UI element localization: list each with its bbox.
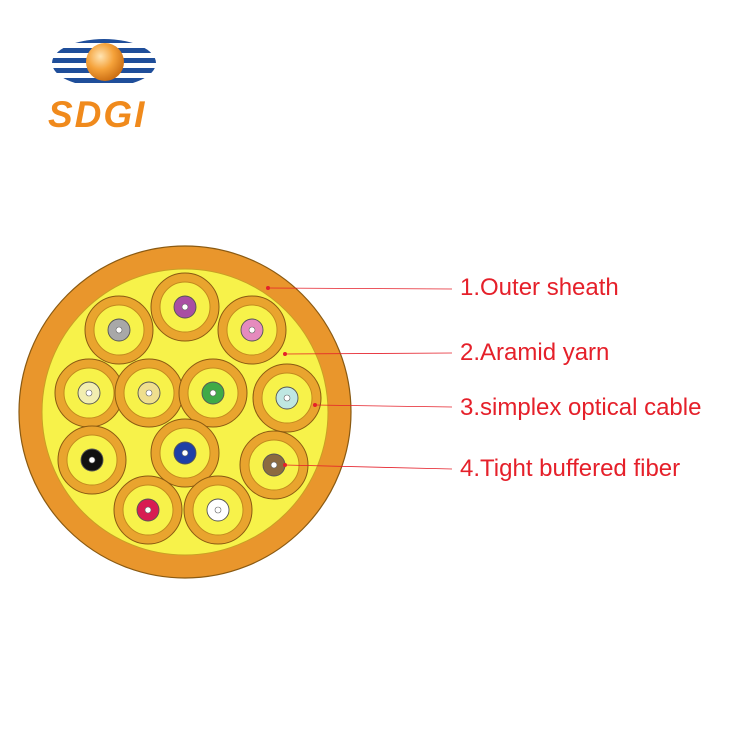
simplex-unit — [54, 358, 124, 428]
simplex-unit — [239, 430, 309, 500]
logo-sphere — [86, 43, 124, 81]
label-simplex-optical-cable: 3.simplex optical cable — [460, 394, 702, 421]
fiber-core — [144, 506, 152, 514]
sdgi-logo — [52, 39, 156, 83]
callout-dot — [266, 286, 270, 290]
fiber-core — [145, 389, 153, 397]
simplex-unit — [150, 418, 220, 488]
callout-dot — [313, 403, 317, 407]
fiber-core — [214, 506, 222, 514]
simplex-unit — [178, 358, 248, 428]
callout-line — [284, 352, 453, 355]
simplex-unit — [217, 295, 287, 365]
callout-lines — [266, 286, 453, 470]
simplex-unit — [114, 358, 184, 428]
callout-dot — [283, 463, 287, 467]
fiber-core — [181, 303, 189, 311]
fiber-core — [181, 449, 189, 457]
simplex-unit — [183, 475, 253, 545]
fiber-core — [270, 461, 278, 469]
callout-line — [314, 404, 453, 408]
label-outer-sheath: 1.Outer sheath — [460, 274, 619, 301]
fiber-core — [248, 326, 256, 334]
label-tight-buffered-fiber: 4.Tight buffered fiber — [460, 455, 681, 482]
logo-text: SDGI — [48, 94, 147, 135]
fiber-core — [85, 389, 93, 397]
cable-cross-section — [18, 245, 352, 579]
label-aramid-yarn: 2.Aramid yarn — [460, 339, 610, 366]
simplex-unit — [150, 272, 220, 342]
simplex-unit — [57, 425, 127, 495]
fiber-core — [115, 326, 123, 334]
simplex-unit — [84, 295, 154, 365]
callout-line — [284, 464, 453, 470]
simplex-unit — [113, 475, 183, 545]
fiber-core — [283, 394, 291, 402]
callout-line — [267, 287, 453, 290]
fiber-core — [88, 456, 96, 464]
callout-dot — [283, 352, 287, 356]
fiber-core — [209, 389, 217, 397]
simplex-unit — [252, 363, 322, 433]
